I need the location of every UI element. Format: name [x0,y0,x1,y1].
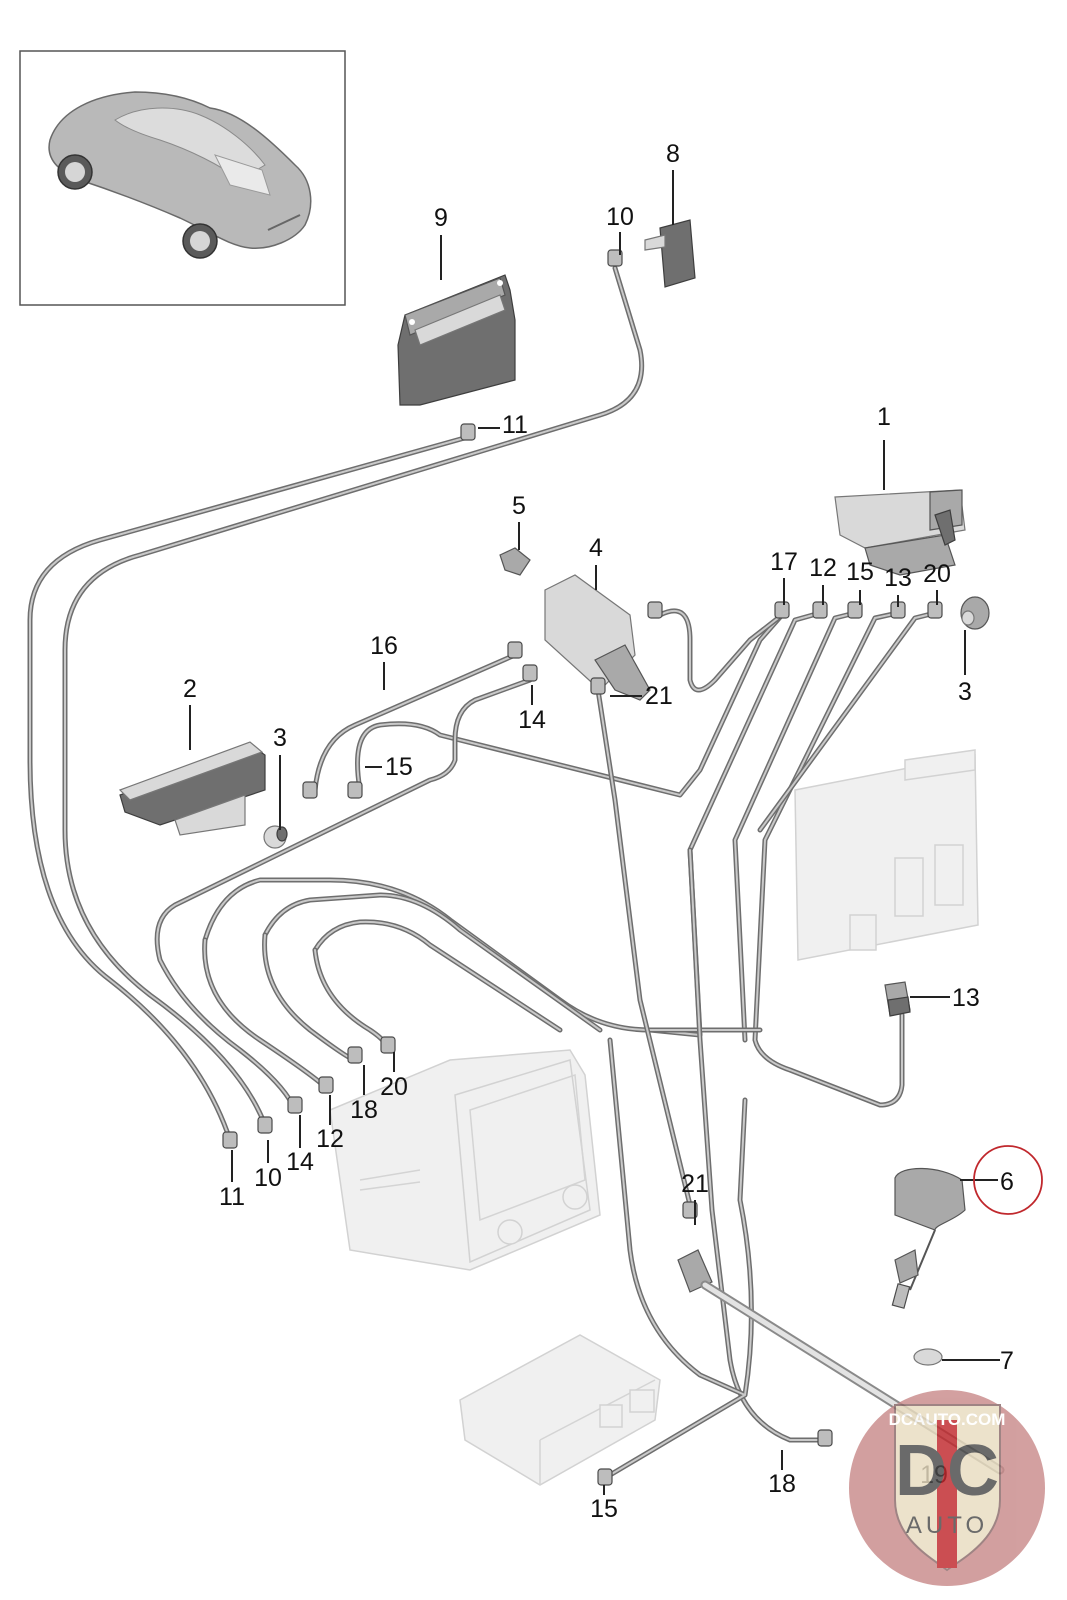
cable-connector[interactable] [380,1036,396,1054]
cable-connector[interactable] [347,1046,363,1064]
callout-3[interactable]: 3 [958,678,972,706]
part-3-grommet-right[interactable] [960,596,990,630]
cable-connector[interactable] [257,1116,273,1134]
part-4-antenna-module[interactable] [544,574,651,701]
callout-12[interactable]: 12 [316,1125,344,1153]
cable-connector[interactable] [318,1076,334,1094]
part-1-amplifier[interactable] [834,489,966,576]
cable-inner-12 [202,877,763,1033]
callout-18[interactable]: 18 [350,1096,378,1124]
cable-connector[interactable] [597,1468,613,1486]
callout-4[interactable]: 4 [589,534,603,562]
cable-connector[interactable] [222,1131,238,1149]
part-9-bracket[interactable] [397,274,516,406]
watermark-word: AUTO [906,1512,988,1539]
callout-10[interactable]: 10 [254,1164,282,1192]
callout-11[interactable]: 11 [219,1183,245,1211]
cable-connector[interactable] [522,664,538,682]
watermark-badge: DCAUTO.COM DC AUTO [849,1390,1045,1586]
cable-13 [752,610,905,1108]
part-7-cap[interactable] [913,1348,943,1366]
cable-11 [27,434,471,1143]
cable-connector[interactable] [847,601,863,619]
callout-1[interactable]: 1 [877,403,891,431]
callout-6[interactable]: 6 [1000,1168,1014,1196]
callout-14[interactable]: 14 [286,1148,314,1176]
cable-harness [27,265,938,1478]
callout-15[interactable]: 15 [846,558,874,586]
part-5-clip[interactable] [499,547,531,576]
cable-main-12 [647,610,823,1038]
cable-connector[interactable] [817,1429,833,1447]
cable-21 [595,687,693,1208]
callout-21[interactable]: 21 [645,682,673,710]
callout-20[interactable]: 20 [380,1073,408,1101]
callout-12[interactable]: 12 [809,554,837,582]
cable-16 [312,652,518,793]
car-illustration [48,91,312,259]
callout-14[interactable]: 14 [518,706,546,734]
watermark-site: DCAUTO.COM [889,1410,1006,1429]
callout-15[interactable]: 15 [590,1495,618,1523]
part-13-connector[interactable] [884,981,911,1017]
callout-11[interactable]: 11 [502,411,528,439]
part-6-antenna[interactable] [891,1167,966,1309]
callout-10[interactable]: 10 [606,203,634,231]
cable-connector[interactable] [607,249,623,267]
cable-connector[interactable] [507,641,523,659]
cable-10 [62,265,645,1128]
callout-21[interactable]: 21 [681,1170,709,1198]
ghost-amplifier-box [459,1334,661,1486]
cable-connector[interactable] [682,1201,698,1219]
part-3-grommet-left[interactable] [263,825,288,849]
cable-connector[interactable] [927,601,943,619]
cable-connector[interactable] [347,781,363,799]
cable-connector[interactable] [302,781,318,799]
cable-14 [154,677,533,1113]
cable-connector[interactable] [460,423,476,441]
cable-connectors [222,249,943,1486]
callout-13[interactable]: 13 [884,564,912,592]
cable-inner-20 [312,919,563,1033]
callout-9[interactable]: 9 [434,204,448,232]
callout-13[interactable]: 13 [952,984,980,1012]
callout-20[interactable]: 20 [923,560,951,588]
callout-2[interactable]: 2 [183,675,197,703]
cable-inner-18 [262,892,603,1033]
callout-5[interactable]: 5 [512,492,526,520]
part-8-clip[interactable] [644,219,696,288]
vehicle-inset[interactable] [19,50,346,306]
callout-17[interactable]: 17 [770,548,798,576]
callout-15[interactable]: 15 [385,753,413,781]
cable-12-drop [202,937,331,1093]
cable-connector[interactable] [647,601,663,619]
part-2-module[interactable] [118,741,266,836]
cable-15-short [355,612,785,798]
cable-connector[interactable] [287,1096,303,1114]
cable-connector[interactable] [774,601,790,619]
callout-8[interactable]: 8 [666,140,680,168]
ghost-control-module [794,749,979,961]
ghost-head-unit [329,1049,601,1271]
cable-18-drop [262,932,358,1063]
callout-16[interactable]: 16 [370,632,398,660]
leader-lines [189,170,1000,1495]
cable-17 [657,608,785,693]
cable-20-drop [312,947,391,1051]
cable-connector[interactable] [812,601,828,619]
callout-7[interactable]: 7 [1000,1347,1014,1375]
highlight-ring [973,1145,1043,1215]
cable-15 [732,610,858,1043]
callout-18[interactable]: 18 [768,1470,796,1498]
watermark-letters: DC [895,1431,999,1511]
cable-18-lower [687,847,828,1443]
cable-connector[interactable] [590,677,606,695]
callout-3[interactable]: 3 [273,724,287,752]
cable-15-lower [607,1037,754,1478]
